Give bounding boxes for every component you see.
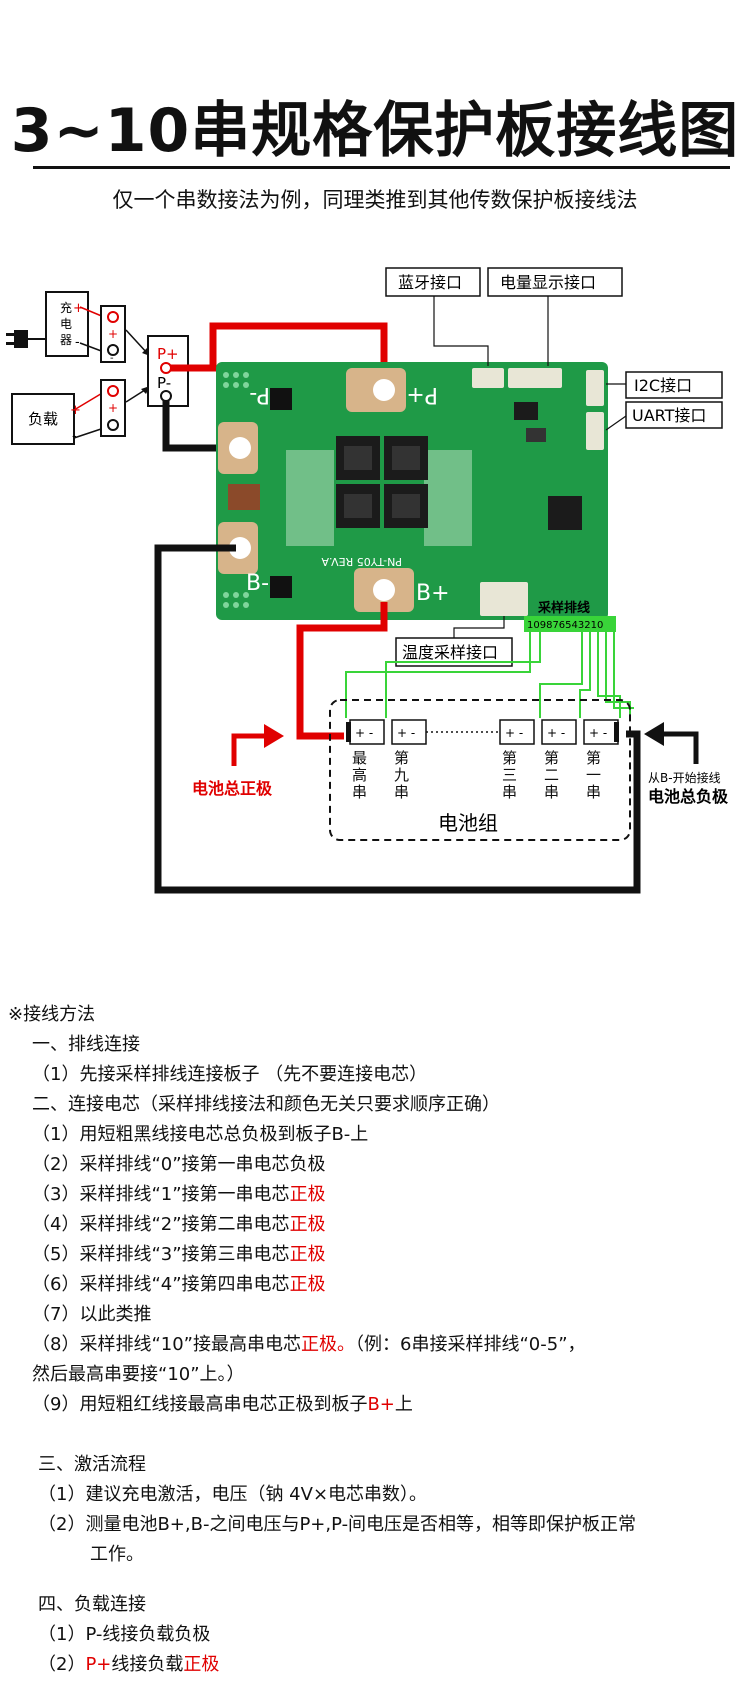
bluetooth-callout [385,267,481,297]
section2-item7: （7）以此类推 [32,1304,152,1325]
board-silk-b-plus: B+ [416,581,450,606]
plug-icon [6,330,46,348]
load-terminal-plus: + [108,401,118,415]
cell-ninth-terminals: + - [397,726,415,740]
bluetooth-connector [472,368,504,388]
i2c-connector [586,370,604,406]
uart-label: UART接口 [632,406,706,425]
charger-minus-sign: - [75,335,80,350]
board-p-plus-pad [373,379,395,401]
temperature-label: 温度采样接口 [402,643,498,662]
uart-connector [586,412,604,450]
bluetooth-label: 蓝牙接口 [398,273,462,292]
temperature-connector [480,582,528,616]
positive-arrow-head [264,724,284,748]
cell-second-label: 第二串 [544,750,560,801]
cell-first-label: 第一串 [586,750,602,801]
cell-first-terminals: + - [589,726,607,740]
sampling-label: 采样排线 [537,600,590,616]
cell-third-label: 第三串 [502,750,518,801]
board-b-plus-pad [373,579,395,601]
battery-pack-label: 电池组 [438,811,498,835]
section3-title: 三、激活流程 [38,1454,146,1475]
board-silk-p-plus: P+ [406,382,438,407]
title-divider [33,166,730,169]
p-plus-label: P+ [157,345,179,363]
cell-second-terminals: + - [547,726,565,740]
page-subtitle: 仅一个串数接法为例，同理类推到其他传数保护板接线法 [112,188,638,212]
load-label: 负载 [28,410,58,428]
charger-label-1: 充 [60,300,72,315]
board-model-text: PN-TY05 REV.A [321,555,402,568]
board-silk-p-minus: P- [249,382,270,407]
section2-item3: （3）采样排线“1”接第一串电芯正极 [32,1184,326,1205]
section1-item1: （1）先接采样排线连接板子 （先不要连接电芯） [32,1064,428,1085]
charger-label-3: 器 [60,333,72,347]
section1-title: 一、排线连接 [32,1034,140,1055]
negative-arrow-head [644,722,664,746]
section2-item5: （5）采样排线“3”接第三串电芯正极 [32,1244,326,1265]
section4-item1: （1）P-线接负载负极 [38,1624,211,1645]
sampling-wires [345,632,634,718]
load-box [11,393,75,445]
display-label: 电量显示接口 [500,273,596,292]
cell-highest-label: 最高串 [352,750,368,801]
i2c-callout [625,371,723,399]
i2c-label: I2C接口 [634,376,692,395]
b-plus-wire [296,602,388,740]
p-plus-wire [171,322,388,380]
section2-item9: （9）用短粗红线接最高串电芯正极到板子B+上 [32,1394,413,1415]
uart-callout [625,401,723,429]
b-minus-wire [154,544,641,894]
charger-plus-sign: + [73,301,84,316]
section2-title: 二、连接电芯（采样排线接法和颜色无关只要求顺序正确） [32,1094,500,1115]
sampling-connector [530,590,606,616]
display-callout [487,267,623,297]
section3-item2-cont: 工作。 [90,1544,144,1565]
section4-item2: （2）P+线接负载正极 [38,1654,220,1675]
section2-item2: （2）采样排线“0”接第一串电芯负极 [32,1154,326,1175]
cell-highest-terminals: + - [355,726,373,740]
board-silk-b-minus: B- [246,571,269,596]
battery-pack-box [329,699,631,841]
sampling-pin-strip [524,616,616,632]
total-positive-label: 电池总正极 [192,779,273,798]
display-connector [508,368,562,388]
p-minus-label: P- [157,374,171,392]
page-title: 3~10串规格保护板接线图 [10,96,740,166]
section2-item8: （8）采样排线“10”接最高串电芯正极。（例：6串接采样排线“0-5”， [32,1334,586,1355]
total-negative-label: 电池总负极 [648,787,729,806]
charger-label-2: 电 [60,317,72,331]
section2-item1: （1）用短粗黑线接电芯总负极到板子B-上 [32,1124,369,1145]
from-b-minus-label: 从B-开始接线 [648,770,721,785]
section3-item2: （2）测量电池B+,B-之间电压与P+,P-间电压是否相等，相等即保护板正常 [38,1514,637,1535]
board-p-minus-pad [229,437,251,459]
p-minus-wire [162,401,238,452]
section2-item6: （6）采样排线“4”接第四串电芯正极 [32,1274,326,1295]
section3-item1: （1）建议充电激活，电压（钠 4V×电芯串数）。 [38,1484,428,1505]
notes-heading: ※接线方法 [8,1004,96,1025]
section2-item8-cont: 然后最高串要接“10”上。） [32,1364,245,1385]
charger-box [45,291,89,357]
load-minus-sign: - [72,429,77,444]
board-b-minus-pad [229,537,251,559]
cell-third-terminals: + - [505,726,523,740]
section4-title: 四、负载连接 [38,1594,146,1615]
cells [346,719,619,745]
wiring-diagram: 充 电 器 + - + - 负载 + - + P+ P- [6,267,729,894]
sampling-pin-numbers: 109876543210 [527,620,603,631]
cell-ninth-label: 第九串 [394,750,410,801]
charger-terminal-plus: + [108,327,118,341]
section2-item4: （4）采样排线“2”接第二串电芯正极 [32,1214,326,1235]
charger-terminal-minus: - [110,353,114,364]
load-plus-sign: + [70,403,81,418]
